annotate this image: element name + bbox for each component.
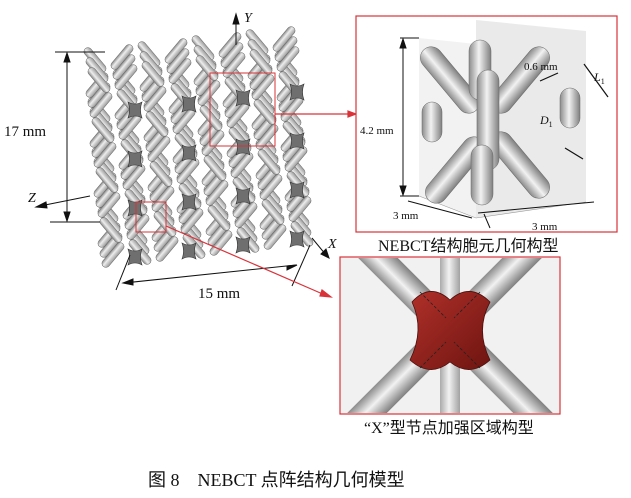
strut (209, 230, 233, 256)
figure-caption: 图 8 NEBCT 点阵结构几何模型 (148, 470, 405, 490)
y-axis (232, 12, 240, 45)
x-axis-label: X (327, 237, 337, 252)
strut (251, 74, 275, 100)
height-dimension (50, 51, 105, 223)
cell-height-label: 4.2 mm (360, 125, 394, 137)
lattice-node (235, 236, 251, 254)
strut (255, 124, 279, 150)
strut (155, 236, 179, 262)
strut (205, 180, 229, 206)
strut (197, 80, 221, 106)
lattice-node (235, 187, 251, 205)
reinforced-node (409, 291, 491, 370)
strut (91, 117, 115, 143)
x-axis (311, 237, 330, 259)
strut (126, 214, 150, 240)
strut-diameter-label: 0.6 mm (524, 61, 558, 73)
z-axis-label: Z (28, 191, 36, 206)
strut (143, 86, 167, 112)
strut (261, 199, 285, 225)
lattice-node (181, 144, 197, 162)
strut (147, 136, 171, 162)
strut (234, 202, 258, 228)
callout-arrow-node (165, 225, 333, 298)
lattice-node (181, 193, 197, 211)
strut (421, 101, 443, 143)
cell-width-label: 3 mm (532, 221, 558, 233)
strut (420, 46, 480, 114)
strut (95, 167, 119, 193)
strut (153, 211, 177, 237)
unit-cell-panel (355, 15, 618, 233)
lattice-node (289, 132, 305, 150)
strut (222, 52, 246, 78)
z-axis (34, 195, 91, 209)
strut (176, 158, 200, 184)
y-axis-label: Y (244, 11, 254, 26)
strut (99, 217, 123, 243)
lattice-node (127, 101, 143, 119)
strut (145, 111, 169, 137)
lattice-node (235, 138, 251, 156)
strut (207, 205, 231, 231)
strut (87, 67, 111, 93)
callout-arrow-unit-cell (275, 110, 358, 118)
node-highlight (135, 201, 167, 233)
lattice-node (289, 230, 305, 248)
lattice-node (127, 150, 143, 168)
lattice-node (289, 181, 305, 199)
strut (195, 55, 219, 81)
strut (276, 46, 300, 72)
lattice-node (127, 248, 143, 266)
lattice-node (181, 242, 197, 260)
lattice-model (83, 26, 314, 268)
strut (559, 87, 581, 129)
strut (89, 92, 113, 118)
lattice-node (181, 95, 197, 113)
strut (230, 152, 254, 178)
d1-label: D1 (539, 113, 553, 129)
lattice-height-label: 17 mm (4, 124, 46, 140)
strut (122, 164, 146, 190)
node-caption: “X”型节点加强区域构型 (364, 420, 534, 437)
lattice-width-label: 15 mm (198, 286, 240, 302)
strut (257, 149, 281, 175)
unit-cell-highlight (209, 72, 276, 147)
node-panel (339, 256, 561, 415)
lattice-node (235, 89, 251, 107)
strut (199, 105, 223, 131)
strut (93, 142, 117, 168)
width-dimension (115, 244, 311, 291)
strut (263, 224, 287, 250)
strut (149, 161, 173, 187)
strut (141, 61, 165, 87)
strut (168, 58, 192, 84)
strut (114, 64, 138, 90)
l1-label: L1 (593, 70, 605, 86)
cell-depth-label: 3 mm (393, 210, 419, 222)
strut (470, 144, 494, 206)
lattice-node (289, 83, 305, 101)
strut (203, 155, 227, 181)
unit-cell-caption: NEBCT结构胞元几何构型 (378, 238, 559, 255)
strut (97, 192, 121, 218)
strut (284, 146, 308, 172)
strut (288, 196, 312, 222)
strut (101, 242, 125, 268)
strut (259, 174, 283, 200)
